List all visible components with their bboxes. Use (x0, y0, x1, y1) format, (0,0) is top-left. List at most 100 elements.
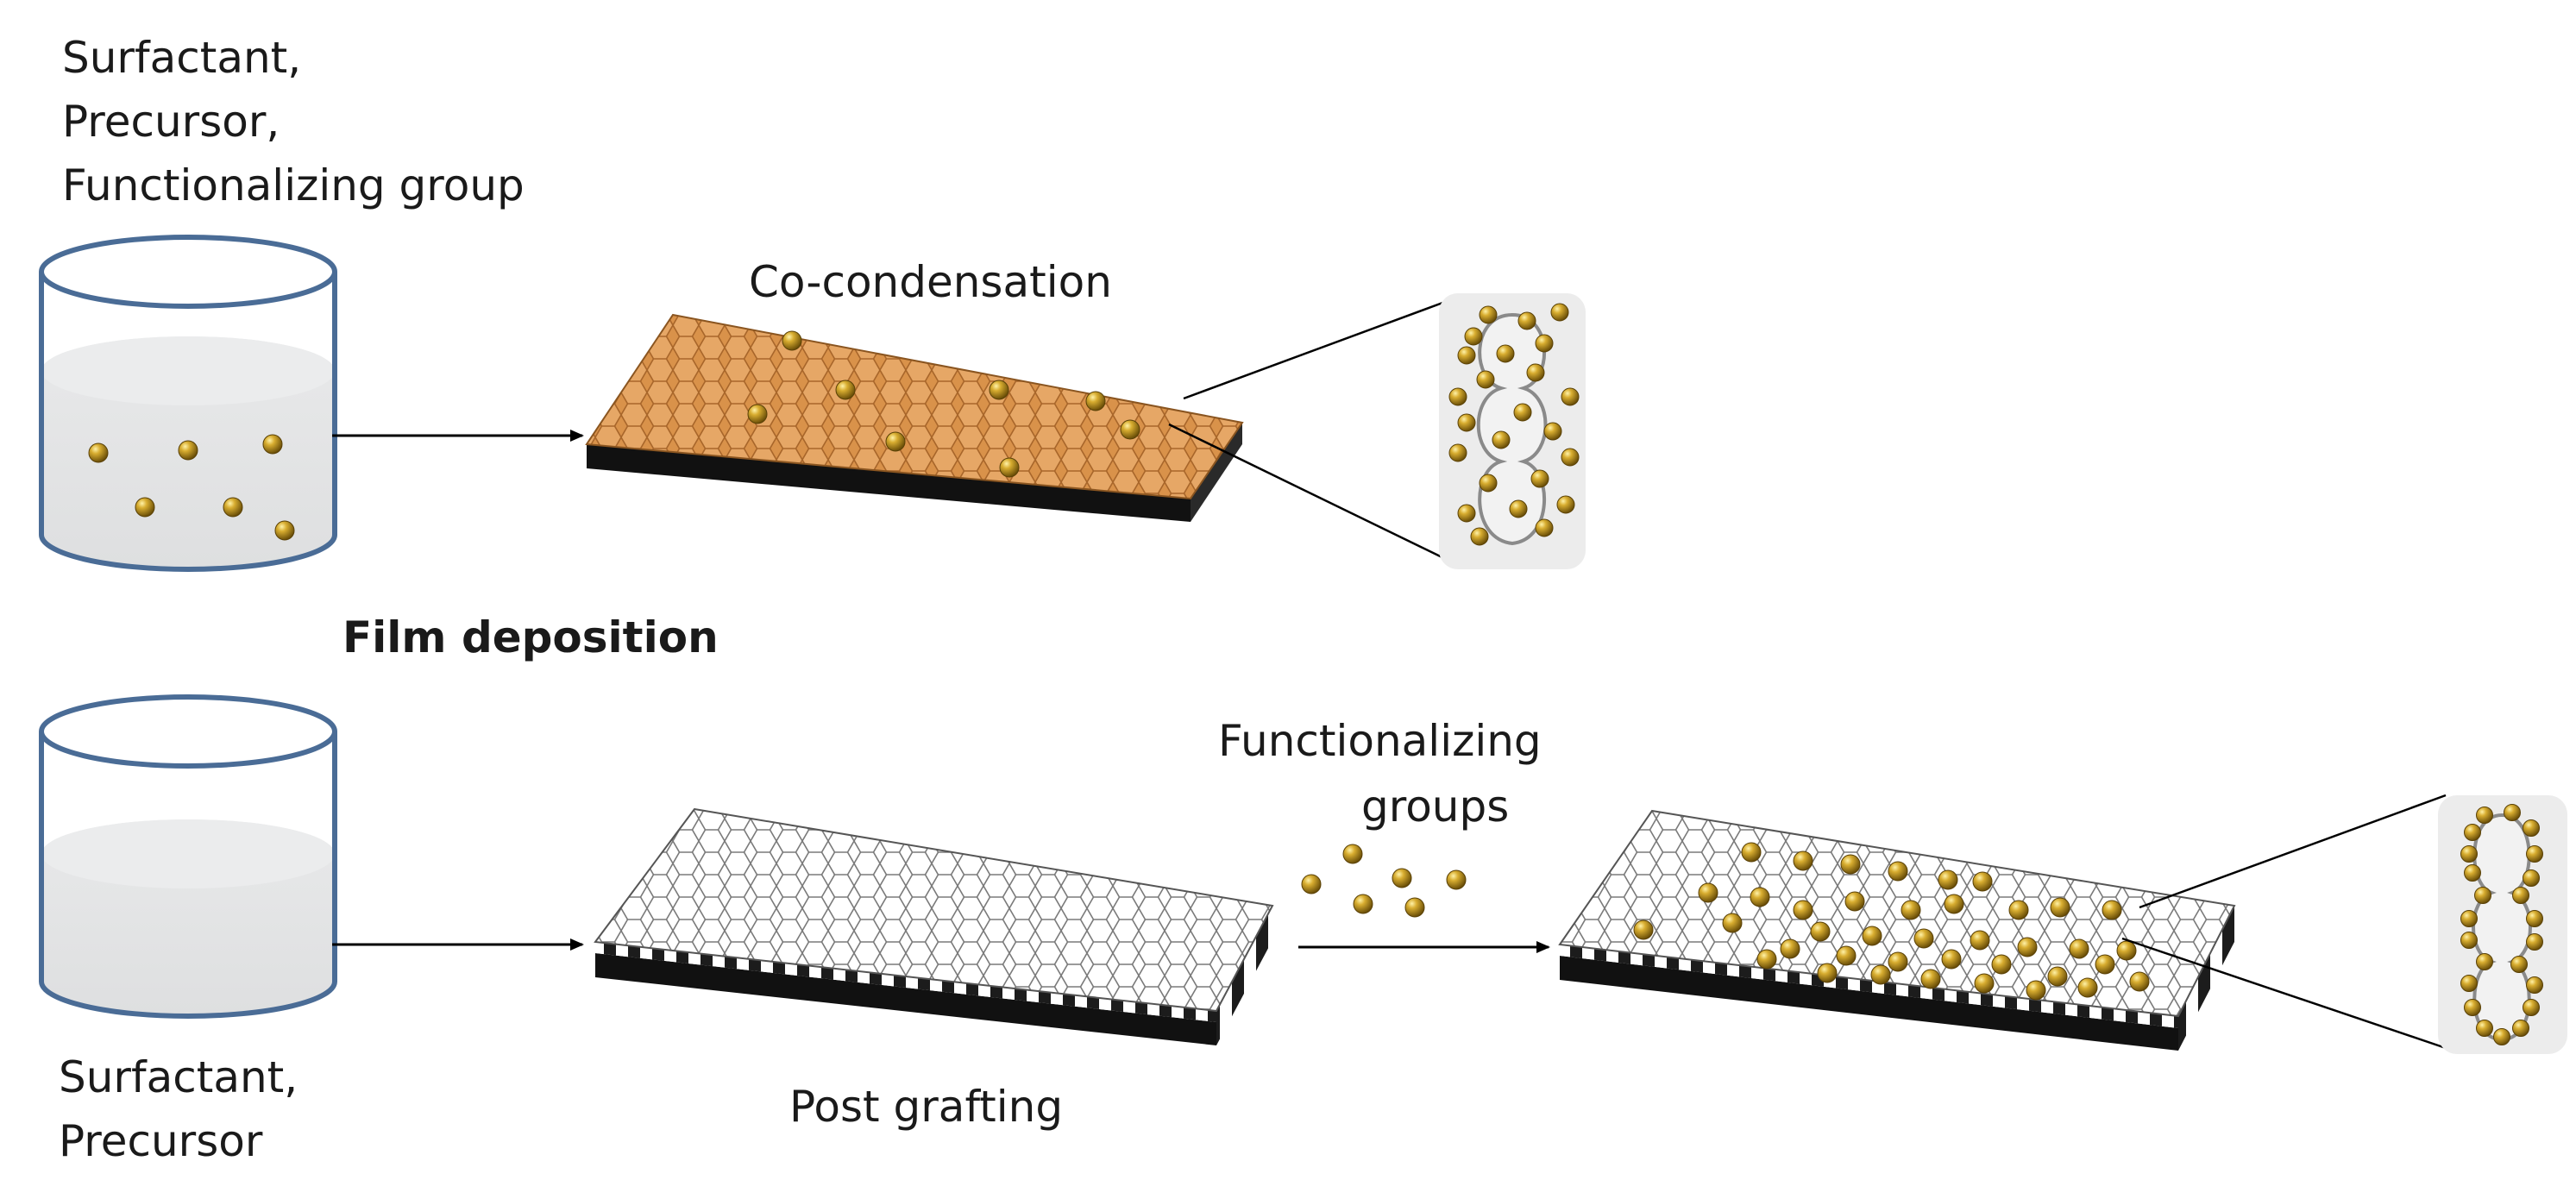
particle (1920, 969, 1941, 989)
particle (1550, 303, 1569, 322)
film-top-particles (747, 330, 1140, 478)
particle (2476, 953, 2493, 970)
particle (2050, 897, 2070, 918)
solution-label-top-line-2: Precursor, (62, 97, 280, 147)
particle (2460, 975, 2478, 992)
particle (2476, 1020, 2493, 1037)
method-label-post-grafting: Post grafting (789, 1082, 1064, 1132)
particle (1479, 474, 1498, 493)
zoom-line-top-lower (1168, 423, 1459, 567)
film-grafted (1558, 809, 2236, 1051)
particle (1457, 413, 1476, 432)
particle (2116, 940, 2137, 961)
particle (2464, 824, 2481, 841)
particle (2129, 971, 2150, 992)
particle (1513, 403, 1532, 422)
particle (1353, 894, 1373, 914)
particle (1492, 430, 1511, 449)
particle (1756, 949, 1777, 970)
particle (1941, 949, 1962, 970)
particle (1793, 900, 1813, 920)
particle (1342, 844, 1363, 864)
particle (1698, 882, 1718, 903)
particle (747, 404, 768, 424)
particle (2526, 845, 2543, 863)
particle (1722, 913, 1743, 933)
particle (274, 520, 295, 541)
particle (782, 330, 802, 351)
particle (1793, 850, 1813, 871)
particle (1457, 346, 1476, 365)
particle (1470, 527, 1489, 546)
particle (88, 442, 109, 463)
particle (1836, 945, 1857, 966)
particle (1120, 419, 1140, 440)
particle (1448, 443, 1467, 462)
particle (1556, 495, 1575, 514)
zoom-line-top-upper (1183, 300, 1446, 400)
film-bottom-particles (1633, 842, 2150, 1001)
particle (1479, 305, 1498, 324)
particle (1944, 894, 1964, 914)
particle (2102, 900, 2122, 920)
particle (262, 434, 283, 455)
particle (1530, 469, 1549, 488)
particle (2474, 887, 2491, 904)
particle (989, 380, 1009, 400)
particle (999, 457, 1020, 478)
film-bare (594, 807, 1274, 1045)
particle (1517, 311, 1536, 330)
particle (1085, 391, 1106, 411)
particle (1974, 973, 1995, 994)
solution-label-top-line-3: Functionalizing group (62, 160, 525, 210)
pore-inset-bottom-particles (2460, 804, 2543, 1045)
particle (1913, 928, 1934, 949)
particle (1404, 897, 1425, 918)
pore-inset-top (1439, 293, 1586, 569)
particle (2512, 887, 2529, 904)
particle (1446, 869, 1467, 890)
particle (1938, 869, 1958, 890)
particle (2464, 999, 2481, 1016)
particle (135, 497, 155, 518)
particle (2008, 900, 2029, 920)
particle (2460, 932, 2478, 949)
beaker-top-particles (88, 434, 295, 541)
functionalizing-label-line-2: groups (1361, 781, 1510, 832)
particle (1810, 921, 1831, 942)
solution-label-top-line-1: Surfactant, (62, 33, 302, 83)
particle (2510, 956, 2528, 973)
particle (1561, 448, 1580, 467)
particle (2047, 966, 2068, 987)
particle (1301, 874, 1322, 894)
particle (2017, 937, 2038, 957)
particle (2476, 807, 2493, 824)
particle (1535, 518, 1554, 537)
particle (1741, 842, 1762, 863)
particle (2069, 938, 2089, 959)
particle (2526, 910, 2543, 927)
particle (178, 440, 198, 461)
particle (1888, 951, 1908, 972)
particle (1633, 920, 1654, 940)
film-deposition-label: Film deposition (342, 612, 719, 662)
particle (2523, 999, 2540, 1016)
particle (1780, 938, 1800, 959)
particle (2077, 977, 2098, 998)
particle (1392, 868, 1412, 888)
particle (2523, 869, 2540, 887)
particle (223, 497, 243, 518)
pore-inset-bottom (2438, 795, 2567, 1054)
particle (1844, 891, 1865, 912)
particle (1901, 900, 1921, 920)
particle (1991, 954, 2012, 975)
functionalizing-label-line-1: Functionalizing (1218, 716, 1542, 766)
particle (2512, 1020, 2529, 1037)
particle (2523, 819, 2540, 837)
particle (1543, 422, 1562, 441)
film-co-condensation (585, 313, 1244, 522)
free-functionalizing-groups (1301, 844, 1467, 918)
beaker-bottom (39, 694, 337, 1019)
